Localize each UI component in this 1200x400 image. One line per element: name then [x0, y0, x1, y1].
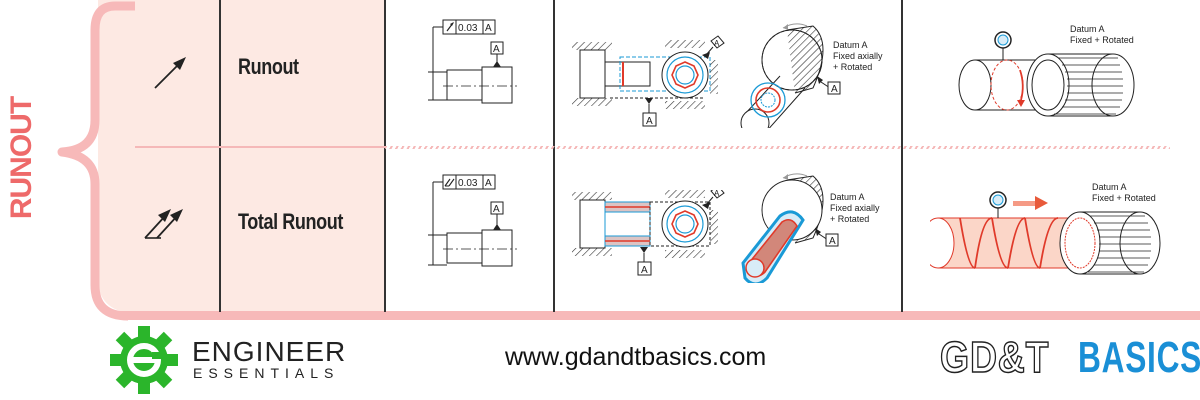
svg-text:Datum A: Datum A: [833, 40, 868, 50]
svg-text:Datum A: Datum A: [830, 192, 865, 202]
runout-isometric-view: Datum A Fixed axially + Rotated A: [740, 23, 883, 128]
characteristic-name: Runout: [238, 54, 299, 79]
svg-text:0.03: 0.03: [458, 178, 478, 189]
row-header-background: [98, 0, 384, 312]
runout-symbol-icon: [154, 57, 186, 89]
svg-text:+ Rotated: + Rotated: [833, 62, 872, 72]
engineer-essentials-gear-logo-icon: [110, 326, 178, 394]
column-divider: [384, 0, 386, 312]
category-label: RUNOUT: [2, 96, 42, 218]
svg-text:A: A: [641, 265, 648, 276]
total-runout-isometric-view: Datum A Fixed axially + Rotated A: [741, 173, 880, 283]
gdt-logo-text: GD&T: [939, 332, 1050, 383]
website-link[interactable]: www.gdandtbasics.com: [505, 343, 767, 371]
row-divider-dashed: [385, 146, 1170, 149]
total-runout-drawing-callout: 0.03 A A: [428, 174, 517, 267]
svg-text:Fixed + Rotated: Fixed + Rotated: [1092, 193, 1156, 203]
curly-brace: [57, 1, 135, 321]
brand-name: ENGINEER: [192, 336, 347, 367]
svg-text:Datum A: Datum A: [1092, 182, 1127, 192]
brand-subtitle: ESSENTIALS: [193, 365, 340, 381]
svg-text:Fixed axially: Fixed axially: [830, 203, 880, 213]
svg-text:A: A: [829, 236, 836, 247]
svg-text:Datum A: Datum A: [1070, 24, 1105, 34]
characteristic-name: Total Runout: [238, 209, 343, 234]
runout-section-view: A A: [572, 35, 725, 127]
svg-text:A: A: [485, 178, 492, 189]
total-runout-section-view: A A: [572, 190, 725, 276]
column-divider: [219, 0, 221, 312]
svg-text:A: A: [714, 39, 720, 48]
svg-text:A: A: [714, 190, 720, 198]
svg-text:A: A: [485, 23, 492, 34]
svg-text:A: A: [646, 116, 653, 127]
total-runout-symbol-icon: [144, 209, 183, 239]
svg-text:0.03: 0.03: [458, 23, 478, 34]
column-divider: [901, 0, 903, 312]
svg-text:Fixed axially: Fixed axially: [833, 51, 883, 61]
svg-text:+ Rotated: + Rotated: [830, 214, 869, 224]
total-runout-illustration: Datum A Fixed + Rotated: [930, 182, 1161, 275]
svg-text:A: A: [493, 44, 500, 55]
column-divider: [553, 0, 555, 312]
runout-drawing-callout: 0.03 A A: [428, 19, 517, 104]
svg-text:A: A: [493, 204, 500, 215]
runout-illustration: Datum A Fixed + Rotated: [958, 24, 1135, 117]
row-divider: [135, 146, 385, 148]
svg-text:Fixed + Rotated: Fixed + Rotated: [1070, 35, 1134, 45]
table-bottom-border: [120, 311, 1200, 320]
category-label-text: RUNOUT: [5, 96, 39, 219]
basics-logo-text: BASICS: [1078, 333, 1200, 382]
svg-text:A: A: [831, 84, 838, 95]
